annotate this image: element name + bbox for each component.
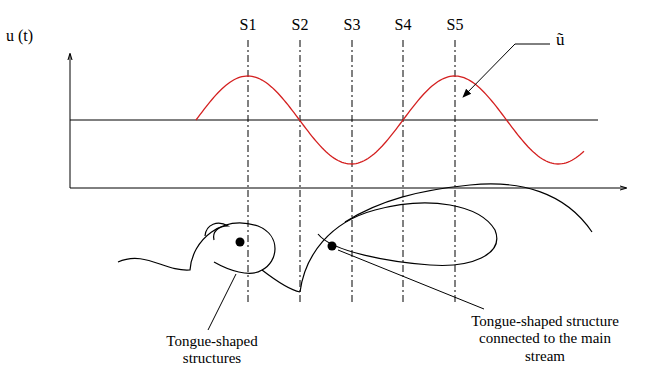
section-line — [352, 40, 353, 305]
tongue-curve — [118, 223, 275, 273]
section-label: S2 — [292, 16, 309, 34]
velocity-wave — [196, 76, 584, 164]
structure-label: Tongue-shaped structure connected to the… — [465, 313, 625, 365]
leader-line — [208, 274, 236, 330]
mean-line — [70, 120, 598, 121]
leader-line — [338, 250, 484, 309]
connected-tongue — [300, 203, 497, 292]
section-line — [300, 40, 301, 305]
section-label: S1 — [240, 16, 257, 34]
stream-line — [262, 270, 300, 292]
section-label: S3 — [344, 16, 361, 34]
main-stream-curve — [345, 184, 592, 232]
section-line — [248, 40, 249, 305]
tongue-tip — [205, 223, 228, 240]
vortex-sketch — [118, 184, 592, 292]
y-axis — [70, 54, 71, 188]
tongue-dot — [236, 238, 245, 247]
leader-line — [463, 44, 550, 97]
section-label: S4 — [395, 16, 412, 34]
x-axis — [70, 188, 626, 189]
axis-label: u (t) — [6, 27, 33, 45]
section-lines — [248, 40, 455, 305]
tongue-dot — [328, 242, 337, 251]
symbol-label: ũ — [556, 30, 565, 50]
section-line — [403, 40, 404, 305]
section-label: S5 — [447, 16, 464, 34]
structure-label: Tongue-shaped structures — [158, 333, 266, 368]
